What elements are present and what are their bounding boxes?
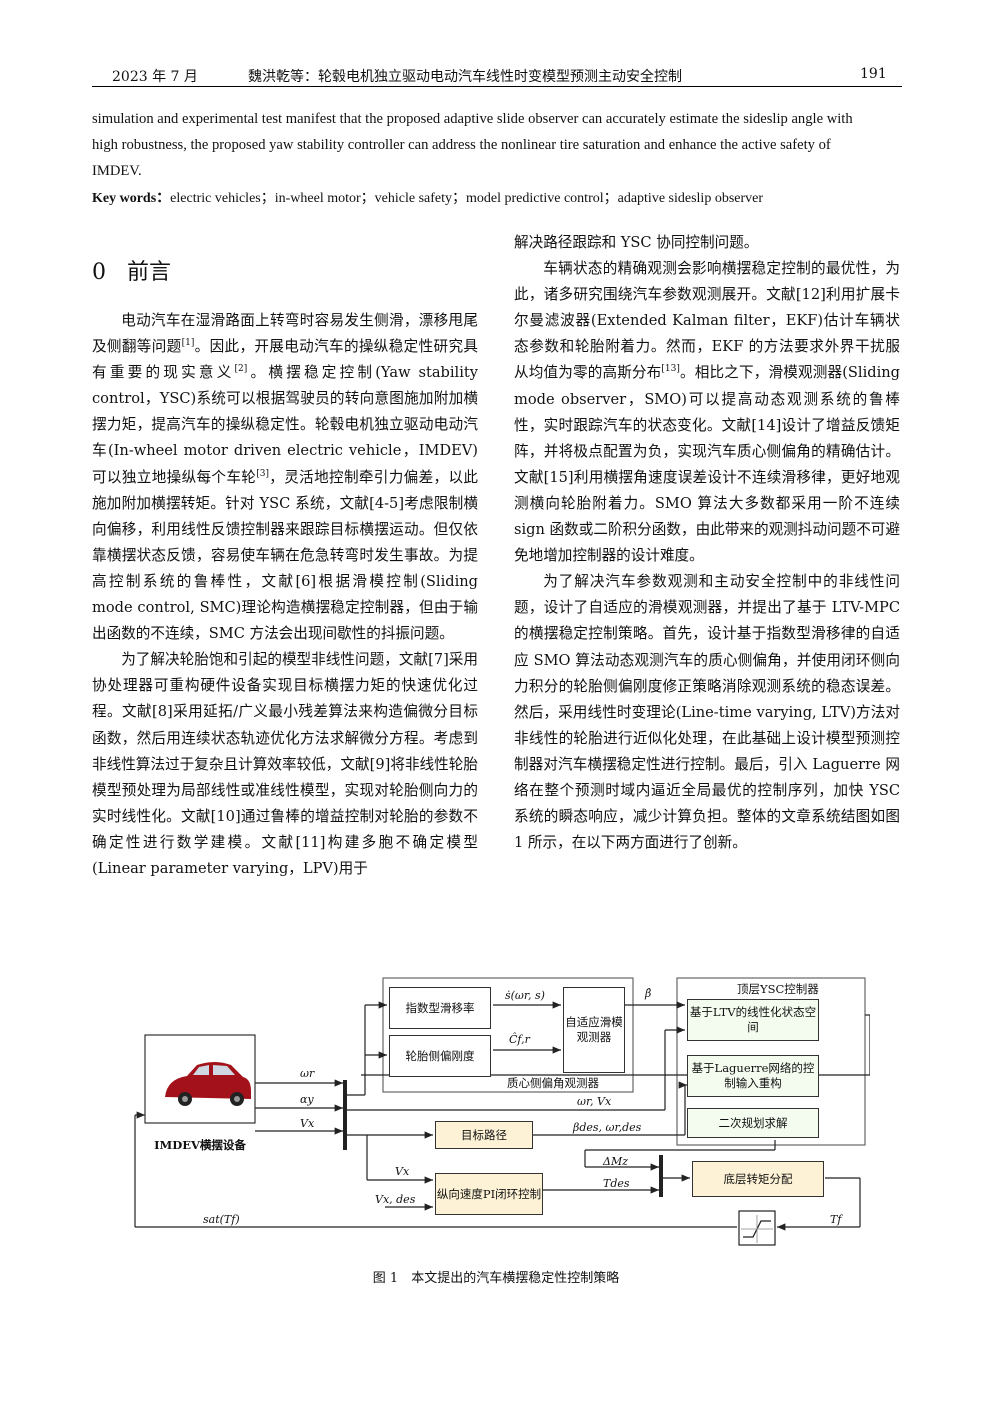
- laguerre-block: 基于Laguerre网络的控制输入重构: [687, 1055, 819, 1097]
- ltv-block: 基于LTV的线性化状态空间: [687, 999, 819, 1041]
- keywords: Key words：electric vehicles；in-wheel mot…: [92, 187, 902, 207]
- sliding-rate-block: 指数型滑移率: [389, 987, 491, 1029]
- figure-caption: 图 1 本文提出的汽车横摆稳定性控制策略: [372, 1271, 620, 1286]
- ysc-group-label: 顶层YSC控制器: [737, 982, 819, 996]
- header-date: 2023 年 7 月: [112, 69, 198, 85]
- text-run: ，灵活地控制牵引力偏差，以此施加附加横摆转矩。针对 YSC 系统，文献[4-5]…: [92, 468, 478, 643]
- diagram-connectors: [134, 977, 870, 1246]
- signal-beta-hat: β̂: [645, 987, 652, 1000]
- paragraph: 为了解决轮胎饱和引起的模型非线性问题，文献[7]采用协处理器可重构硬件设备实现目…: [92, 651, 478, 877]
- right-column: 解决路径跟踪和 YSC 协同控制问题。 车辆状态的精确观测会影响横摆稳定控制的最…: [514, 230, 900, 856]
- header-page-number: 191: [860, 66, 887, 82]
- abstract-line-2: high robustness, the proposed yaw stabil…: [92, 137, 831, 153]
- abstract-line-3: IMDEV.: [92, 163, 142, 179]
- signal-vx-2: Vx: [395, 1165, 410, 1178]
- header-rule: [92, 86, 902, 87]
- signal-tf: Tf: [830, 1213, 842, 1226]
- signal-vx-des: Vx, des: [375, 1193, 416, 1206]
- text-run: 车辆状态的精确观测会影响横摆稳定控制的最优性，为此，诸多研究围绕汽车参数观测展开…: [514, 260, 900, 382]
- signal-s-function: ṡ(ωr, s): [505, 989, 545, 1002]
- observer-group-label: 质心侧偏角观测器: [507, 1076, 599, 1090]
- keywords-label: Key words：: [92, 191, 171, 206]
- signal-omega-r: ωr: [300, 1067, 315, 1080]
- figure-1-diagram: 质心侧偏角观测器 顶层YSC控制器 指数型滑移率 轮胎侧偏刚度 自适应滑模观测器…: [125, 975, 870, 1255]
- target-path-block: 目标路径: [435, 1121, 533, 1149]
- car-icon: [144, 1034, 256, 1124]
- signal-sat: sat(Tf): [203, 1213, 240, 1226]
- citation[interactable]: [3]: [256, 468, 269, 479]
- signal-cf: Ĉf,r: [509, 1033, 530, 1046]
- signal-tdes: Tdes: [603, 1177, 630, 1190]
- signal-omega-vx: ωr, Vx: [577, 1095, 612, 1108]
- header-title: 魏洪乾等：轮毂电机独立驱动电动汽车线性时变模型预测主动安全控制: [248, 69, 682, 85]
- keywords-text: electric vehicles；in-wheel motor；vehicle…: [170, 191, 764, 206]
- text-run: 电动汽车在湿滑路面上转弯时容易发生侧滑，漂移甩尾及侧翻等问题: [92, 312, 478, 356]
- citation[interactable]: [1]: [181, 338, 195, 349]
- left-column: 电动汽车在湿滑路面上转弯时容易发生侧滑，漂移甩尾及侧翻等问题[1]。因此，开展电…: [92, 308, 478, 882]
- section-heading: 0 前言: [92, 254, 171, 286]
- signal-vx: Vx: [300, 1117, 315, 1130]
- adaptive-smo-block: 自适应滑模观测器: [563, 987, 625, 1073]
- abstract-line-1: simulation and experimental test manifes…: [92, 111, 853, 127]
- signal-beta-des: βdes, ωr,des: [573, 1121, 642, 1134]
- paragraph: 为了解决汽车参数观测和主动安全控制中的非线性问题，设计了自适应的滑模观测器，并提…: [514, 573, 900, 852]
- text-run: 。相比之下，滑模观测器(Sliding mode observer，SMO)可以…: [514, 364, 900, 565]
- citation[interactable]: [13]: [661, 364, 680, 375]
- signal-alpha-y: αy: [300, 1093, 314, 1106]
- torque-distribution-block: 底层转矩分配: [692, 1161, 824, 1197]
- paragraph: 电动汽车在湿滑路面上转弯时容易发生侧滑，漂移甩尾及侧翻等问题[1]。因此，开展电…: [92, 308, 478, 647]
- citation[interactable]: [2]: [234, 364, 248, 375]
- tire-stiffness-block: 轮胎侧偏刚度: [389, 1035, 491, 1077]
- paragraph: 车辆状态的精确观测会影响横摆稳定控制的最优性，为此，诸多研究围绕汽车参数观测展开…: [514, 256, 900, 569]
- qp-solver-block: 二次规划求解: [687, 1108, 819, 1138]
- paragraph: 解决路径跟踪和 YSC 协同控制问题。: [514, 234, 759, 251]
- imdev-block: IMDEV横摆设备: [154, 1137, 246, 1152]
- pi-control-block: 纵向速度PI闭环控制: [435, 1173, 543, 1215]
- text-run: 。因此，开展电动汽车的操纵稳定性研究具有重要的现实意义: [92, 338, 478, 382]
- text-run: 。横摆稳定控制(Yaw stability control，YSC)系统可以根据…: [92, 364, 478, 486]
- section-number: 0: [92, 260, 106, 285]
- signal-delta-m: ΔMz: [603, 1155, 629, 1168]
- section-title: 前言: [126, 260, 171, 285]
